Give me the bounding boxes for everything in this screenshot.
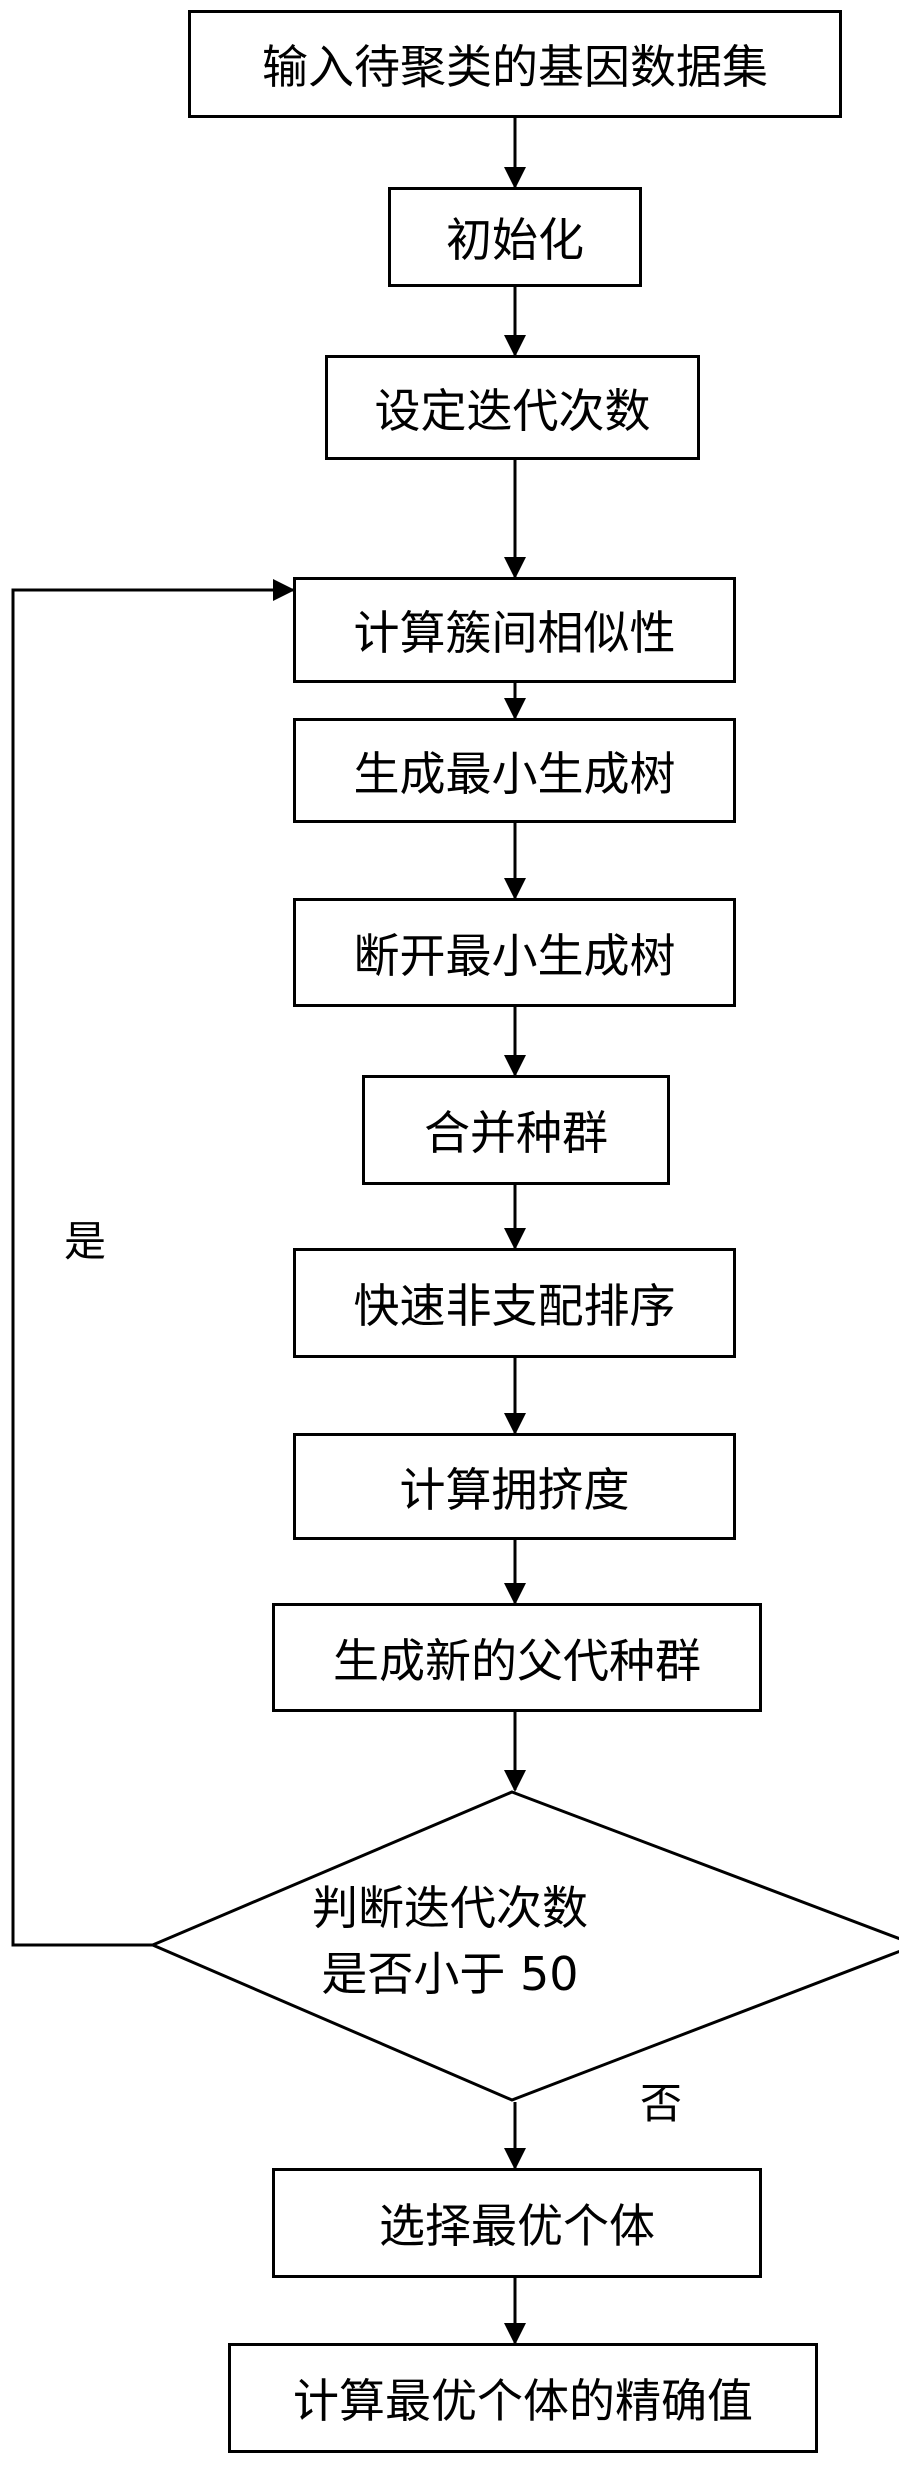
step-cluster-similarity: 计算簇间相似性: [293, 577, 736, 683]
edge-label-no: 否: [640, 2079, 683, 2128]
decision-diamond: [148, 1790, 899, 2102]
step-set-iterations: 设定迭代次数: [325, 355, 700, 460]
step-label: 生成最小生成树: [353, 746, 676, 801]
decision-line-1: 判断迭代次数: [312, 1881, 588, 1935]
step-label: 断开最小生成树: [353, 928, 676, 983]
step-input: 输入待聚类的基因数据集: [188, 10, 842, 118]
step-label: 合并种群: [424, 1106, 608, 1160]
step-label: 选择最优个体: [379, 2199, 655, 2253]
decision-label: 判断迭代次数 是否小于 50: [150, 1875, 750, 2007]
step-crowding-distance: 计算拥挤度: [293, 1433, 736, 1540]
step-build-mst: 生成最小生成树: [293, 718, 736, 823]
decision-line-2: 是否小于 50: [321, 1947, 579, 2001]
step-label: 初始化: [446, 213, 584, 267]
step-label: 计算簇间相似性: [353, 606, 676, 660]
step-nondominated-sort: 快速非支配排序: [293, 1248, 736, 1358]
step-new-parent-population: 生成新的父代种群: [272, 1603, 762, 1712]
step-label: 计算拥挤度: [399, 1462, 630, 1517]
loop-back-connector: [11, 579, 295, 1947]
step-label: 设定迭代次数: [374, 383, 651, 438]
step-compute-accuracy: 计算最优个体的精确值: [228, 2343, 818, 2453]
step-merge-population: 合并种群: [362, 1075, 670, 1185]
step-label: 生成新的父代种群: [333, 1633, 701, 1688]
step-label: 快速非支配排序: [353, 1279, 676, 1333]
step-break-mst: 断开最小生成树: [293, 898, 736, 1007]
no-label-mask: [620, 2060, 670, 2090]
step-init: 初始化: [388, 187, 642, 287]
step-label: 计算最优个体的精确值: [293, 2374, 753, 2428]
step-label: 输入待聚类的基因数据集: [262, 40, 768, 94]
step-select-best: 选择最优个体: [272, 2168, 762, 2278]
edge-label-yes: 是: [64, 1217, 107, 1266]
